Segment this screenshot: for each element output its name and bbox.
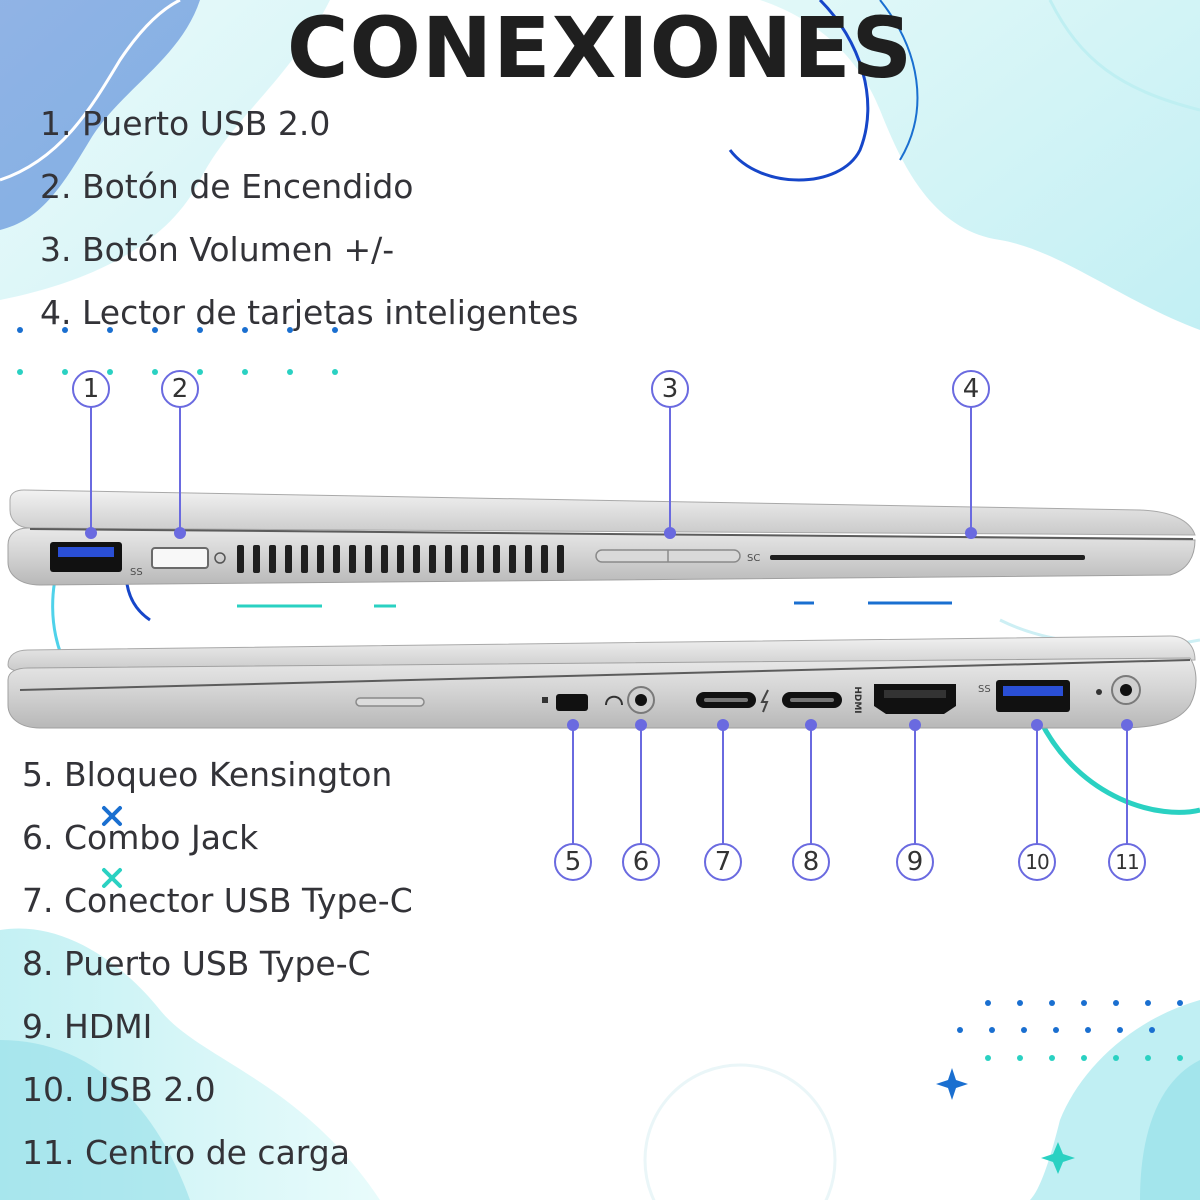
ss-port-label-left: SS bbox=[130, 567, 143, 578]
callout-3: 3 bbox=[651, 370, 689, 408]
list-item: 6. Combo Jack bbox=[22, 818, 259, 857]
hdmi-port-label: HDMI bbox=[852, 686, 862, 713]
callout-2: 2 bbox=[161, 370, 199, 408]
callout-5: 5 bbox=[554, 843, 592, 881]
leader-dot-1 bbox=[85, 527, 97, 539]
list-item: 1. Puerto USB 2.0 bbox=[40, 104, 331, 143]
leader-line-5 bbox=[572, 727, 574, 844]
ss-port-label-right: SS bbox=[978, 684, 991, 695]
leader-line-8 bbox=[810, 727, 812, 844]
list-item: 11. Centro de carga bbox=[22, 1133, 350, 1172]
leader-dot-4 bbox=[965, 527, 977, 539]
leader-dot-11 bbox=[1121, 719, 1133, 731]
leader-dot-6 bbox=[635, 719, 647, 731]
leader-line-1 bbox=[90, 406, 92, 532]
callout-6: 6 bbox=[622, 843, 660, 881]
leader-line-3 bbox=[669, 406, 671, 532]
list-item: 8. Puerto USB Type-C bbox=[22, 944, 371, 983]
leader-line-2 bbox=[179, 406, 181, 532]
list-item: 9. HDMI bbox=[22, 1007, 153, 1046]
leader-line-6 bbox=[640, 727, 642, 844]
leader-line-9 bbox=[914, 727, 916, 844]
leader-dot-2 bbox=[174, 527, 186, 539]
callout-10: 10 bbox=[1018, 843, 1056, 881]
leader-line-11 bbox=[1126, 727, 1128, 844]
callout-7: 7 bbox=[704, 843, 742, 881]
list-item: 7. Conector USB Type-C bbox=[22, 881, 413, 920]
connections-list-top: 1. Puerto USB 2.0 2. Botón de Encendido … bbox=[40, 92, 578, 344]
callout-11: 11 bbox=[1108, 843, 1146, 881]
callout-9: 9 bbox=[896, 843, 934, 881]
list-item: 5. Bloqueo Kensington bbox=[22, 755, 393, 794]
leader-dot-8 bbox=[805, 719, 817, 731]
leader-line-4 bbox=[970, 406, 972, 532]
list-item: 10. USB 2.0 bbox=[22, 1070, 216, 1109]
leader-dot-9 bbox=[909, 719, 921, 731]
sc-slot-label: SC bbox=[747, 553, 760, 564]
callout-1: 1 bbox=[72, 370, 110, 408]
list-item: 4. Lector de tarjetas inteligentes bbox=[40, 293, 579, 332]
connections-list-bottom: 5. Bloqueo Kensington 6. Combo Jack 7. C… bbox=[22, 743, 413, 1184]
leader-line-10 bbox=[1036, 727, 1038, 844]
leader-dot-3 bbox=[664, 527, 676, 539]
list-item: 2. Botón de Encendido bbox=[40, 167, 414, 206]
list-item: 3. Botón Volumen +/- bbox=[40, 230, 395, 269]
callout-4: 4 bbox=[952, 370, 990, 408]
leader-dot-5 bbox=[567, 719, 579, 731]
leader-dot-7 bbox=[717, 719, 729, 731]
leader-dot-10 bbox=[1031, 719, 1043, 731]
leader-line-7 bbox=[722, 727, 724, 844]
callout-8: 8 bbox=[792, 843, 830, 881]
page-title: CONEXIONES bbox=[286, 0, 914, 97]
